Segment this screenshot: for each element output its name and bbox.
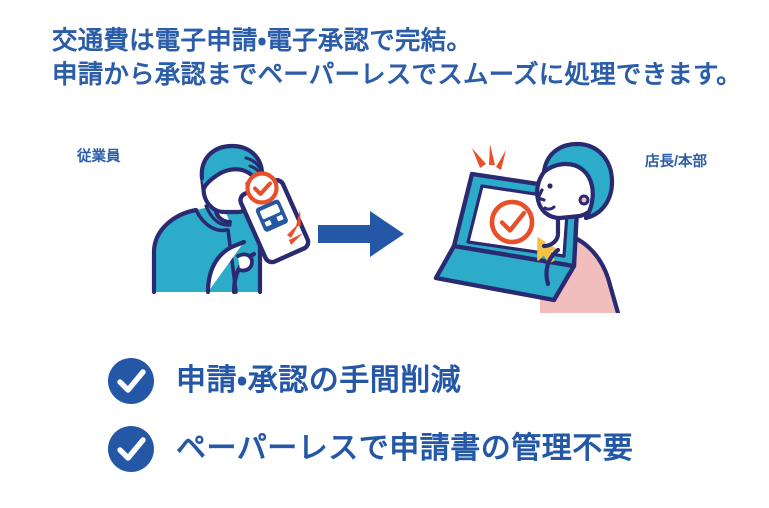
workflow-illustration: 従業員 店長/本部	[0, 130, 769, 320]
burst-lines	[287, 210, 303, 245]
check-circle-icon	[108, 426, 154, 472]
employee-role-label: 従業員	[77, 149, 121, 165]
page-title-line-2: 申請から承認までペーパーレスでスムーズに処理できます。	[52, 61, 742, 89]
check-circle-icon	[489, 199, 535, 245]
check-circle-icon	[108, 358, 154, 404]
page-title: 交通費は電子申請・電子承認で完結。 申請から承認までペーパーレスでスムーズに処理…	[52, 24, 752, 92]
benefit-label: 申請・承認の手間削減	[176, 364, 462, 397]
list-item: 申請・承認の手間削減	[108, 352, 633, 410]
benefit-label: ペーパーレスで申請書の管理不要	[176, 432, 634, 465]
arrow-right-icon	[318, 211, 404, 257]
manager-role-label: 店長/本部	[645, 154, 708, 170]
manager-head	[535, 141, 615, 287]
person-with-smartphone-icon	[151, 143, 311, 295]
benefits-list: 申請・承認の手間削減 ペーパーレスで申請書の管理不要	[108, 352, 633, 478]
employee-illustration	[150, 140, 315, 310]
list-item: ペーパーレスで申請書の管理不要	[108, 420, 633, 478]
person-with-laptop-icon	[433, 141, 621, 316]
manager-illustration	[432, 138, 647, 318]
page-title-line-1: 交通費は電子申請・電子承認で完結。	[52, 27, 473, 55]
check-circle-icon	[245, 171, 279, 205]
flow-arrow	[318, 210, 404, 263]
burst-lines	[472, 144, 506, 170]
